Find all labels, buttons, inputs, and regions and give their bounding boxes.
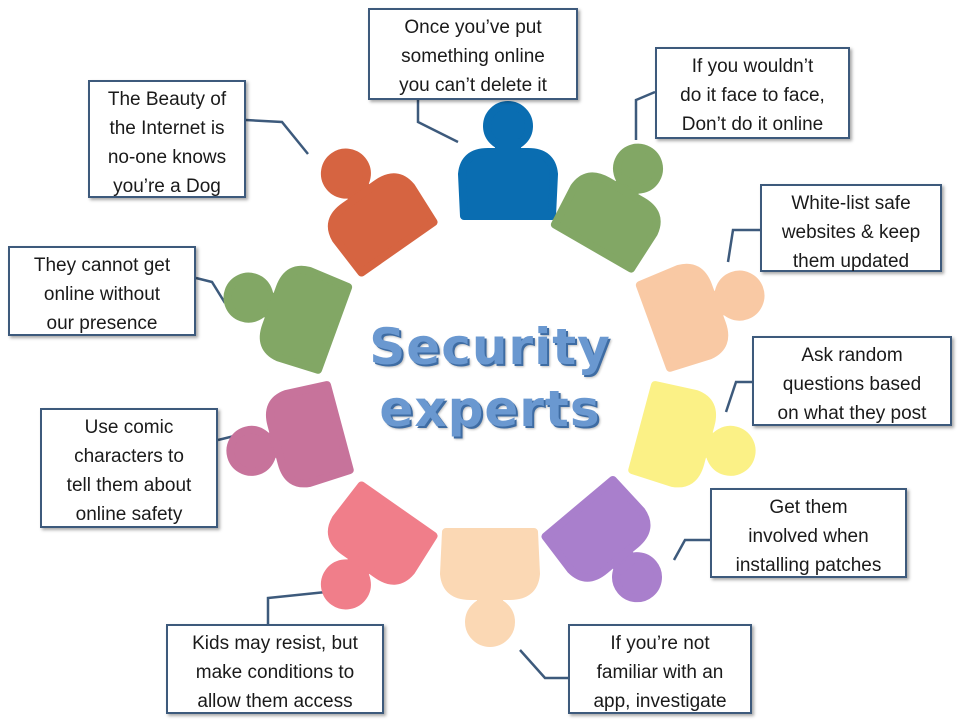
callout-face-to-face: If you wouldn’t do it face to face, Don’…	[655, 47, 850, 139]
connector-resist	[266, 590, 327, 625]
person-light-peach	[444, 532, 536, 643]
callout-delete-online: Once you’ve put something online you can…	[368, 8, 578, 100]
connector-top	[416, 100, 459, 144]
callout-text: Once you’ve put something online you can…	[399, 17, 547, 96]
callout-comic: Use comic characters to tell them about …	[40, 408, 218, 528]
callout-text: Ask random questions based on what they …	[777, 345, 927, 424]
callout-dog: The Beauty of the Internet is no-one kno…	[88, 80, 246, 198]
person-orange	[296, 130, 435, 274]
callout-text: If you wouldn’t do it face to face, Don’…	[680, 56, 825, 135]
callout-presence: They cannot get online without our prese…	[8, 246, 196, 336]
callout-whitelist: White-list safe websites & keep them upd…	[760, 184, 942, 272]
callout-text: Kids may resist, but make conditions to …	[192, 633, 358, 712]
callout-text: If you’re not familiar with an app, inve…	[593, 633, 727, 712]
callout-text: Use comic characters to tell them about …	[66, 417, 192, 525]
callout-investigate: If you’re not familiar with an app, inve…	[568, 624, 752, 714]
connector-face-to-face	[634, 90, 656, 140]
callout-resist: Kids may resist, but make conditions to …	[166, 624, 384, 714]
person-purple	[544, 479, 686, 623]
person-blue	[462, 105, 554, 216]
person-green-right	[553, 127, 688, 269]
connector-random-questions	[724, 380, 752, 413]
connector-presence	[195, 276, 227, 304]
connector-dog	[245, 118, 309, 155]
callout-text: Get them involved when installing patche…	[735, 497, 882, 576]
title-line-2: experts	[379, 380, 601, 438]
connector-investigate	[519, 649, 568, 680]
callout-text: They cannot get online without our prese…	[33, 255, 171, 334]
callout-patches: Get them involved when installing patche…	[710, 488, 907, 578]
person-pink	[296, 484, 435, 628]
callout-text: The Beauty of the Internet is no-one kno…	[107, 89, 227, 197]
title-line-1: Security	[369, 318, 611, 376]
diagram-title: Security experts	[300, 316, 680, 440]
callout-random-questions: Ask random questions based on what they …	[752, 336, 952, 426]
callout-text: White-list safe websites & keep them upd…	[781, 193, 921, 272]
connector-whitelist	[726, 228, 760, 263]
connector-patches	[672, 538, 710, 561]
